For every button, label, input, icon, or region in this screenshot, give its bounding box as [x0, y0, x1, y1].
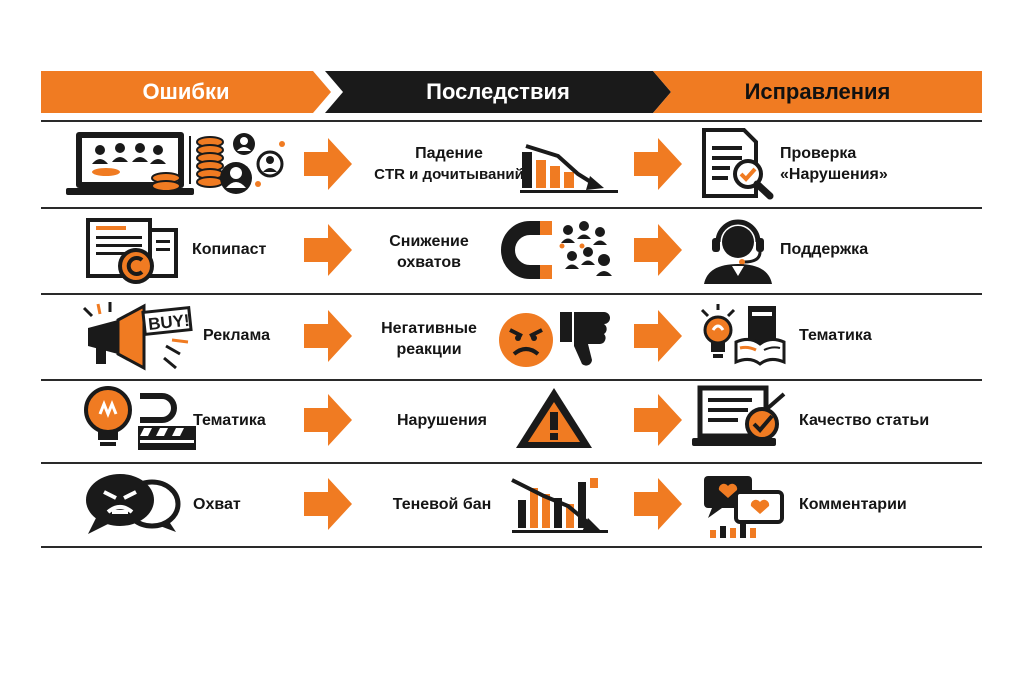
header-consequences: Последствия: [325, 71, 671, 113]
declining-chart-icon: [520, 144, 618, 193]
row-divider: [41, 462, 982, 464]
consequence-text: Теневой бан: [380, 494, 504, 515]
consequence-text: Нарушения: [380, 410, 504, 431]
document-magnifier-icon: [702, 128, 774, 200]
falling-bars-icon: [511, 478, 608, 533]
fix-text: Проверка «Нарушения»: [780, 143, 960, 185]
consequence-text: Падение CTR и дочитываний: [356, 143, 542, 185]
arrow-right-icon: [304, 138, 352, 190]
arrow-right-icon: [634, 138, 682, 190]
consequence-text: Снижение охватов: [364, 231, 494, 273]
chat-hearts-icon: [704, 476, 784, 538]
consequence-line: Нарушения: [397, 412, 487, 429]
magnet-audience-icon: [501, 221, 612, 279]
arrow-right-icon: [634, 478, 682, 530]
mistake-text: Копипаст: [192, 241, 267, 258]
angry-face-thumbs-down-icon: [499, 312, 610, 367]
svg-text:BUY!: BUY!: [147, 311, 190, 334]
row-divider: [41, 546, 982, 548]
consequence-text: Негативные реакции: [364, 318, 494, 360]
fix-line: Тематика: [799, 327, 872, 344]
header-mistakes-label: Ошибки: [142, 79, 230, 104]
consequence-line: реакции: [396, 341, 462, 358]
audience-laptop-coins-icon: [66, 132, 285, 195]
angry-speech-bubbles-icon: [86, 474, 181, 534]
mistake-text: Тематика: [193, 412, 266, 429]
consequence-line: Снижение: [389, 233, 469, 250]
arrow-right-icon: [304, 478, 352, 530]
fix-line: «Нарушения»: [780, 166, 888, 183]
row-divider: [41, 120, 982, 122]
megaphone-buy-icon: BUY!: [82, 302, 193, 371]
consequence-line: CTR и дочитываний: [374, 166, 524, 183]
support-headset-icon: [704, 219, 772, 284]
fix-text: Поддержка: [780, 239, 868, 260]
row-divider: [41, 379, 982, 381]
fix-text: Качество статьи: [799, 410, 929, 431]
arrow-right-icon: [634, 394, 682, 446]
header-fixes-label: Исправления: [744, 79, 891, 104]
fix-line: Качество статьи: [799, 412, 930, 429]
consequence-line: Негативные: [381, 320, 477, 337]
consequence-line: охватов: [396, 254, 462, 271]
laptop-checkmark-icon: [692, 385, 786, 446]
header-mistakes: Ошибки: [41, 71, 331, 113]
row-divider: [41, 207, 982, 209]
row-divider: [41, 293, 982, 295]
arrow-right-icon: [634, 310, 682, 362]
header-consequences-label: Последствия: [426, 79, 570, 104]
header-bar: Ошибки Последствия Исправления: [41, 71, 982, 113]
mistake-text: Охват: [193, 496, 241, 513]
fix-line: Проверка: [780, 145, 857, 162]
mistake-text: Реклама: [203, 327, 270, 344]
arrow-right-icon: [304, 310, 352, 362]
consequence-line: Падение: [415, 145, 483, 162]
fix-line: Поддержка: [780, 241, 869, 258]
arrow-right-icon: [634, 224, 682, 276]
arrow-right-icon: [304, 394, 352, 446]
lightbulb-books-icon: [700, 304, 786, 366]
lightbulb-clapperboard-icon: [84, 386, 196, 450]
fix-text: Комментарии: [799, 494, 907, 515]
warning-triangle-icon: [516, 388, 592, 448]
header-fixes: Исправления: [653, 71, 982, 113]
arrow-right-icon: [304, 224, 352, 276]
consequence-line: Теневой бан: [392, 496, 492, 513]
fix-line: Комментарии: [799, 496, 907, 513]
fix-text: Тематика: [799, 325, 872, 346]
copyright-documents-icon: [86, 218, 178, 284]
